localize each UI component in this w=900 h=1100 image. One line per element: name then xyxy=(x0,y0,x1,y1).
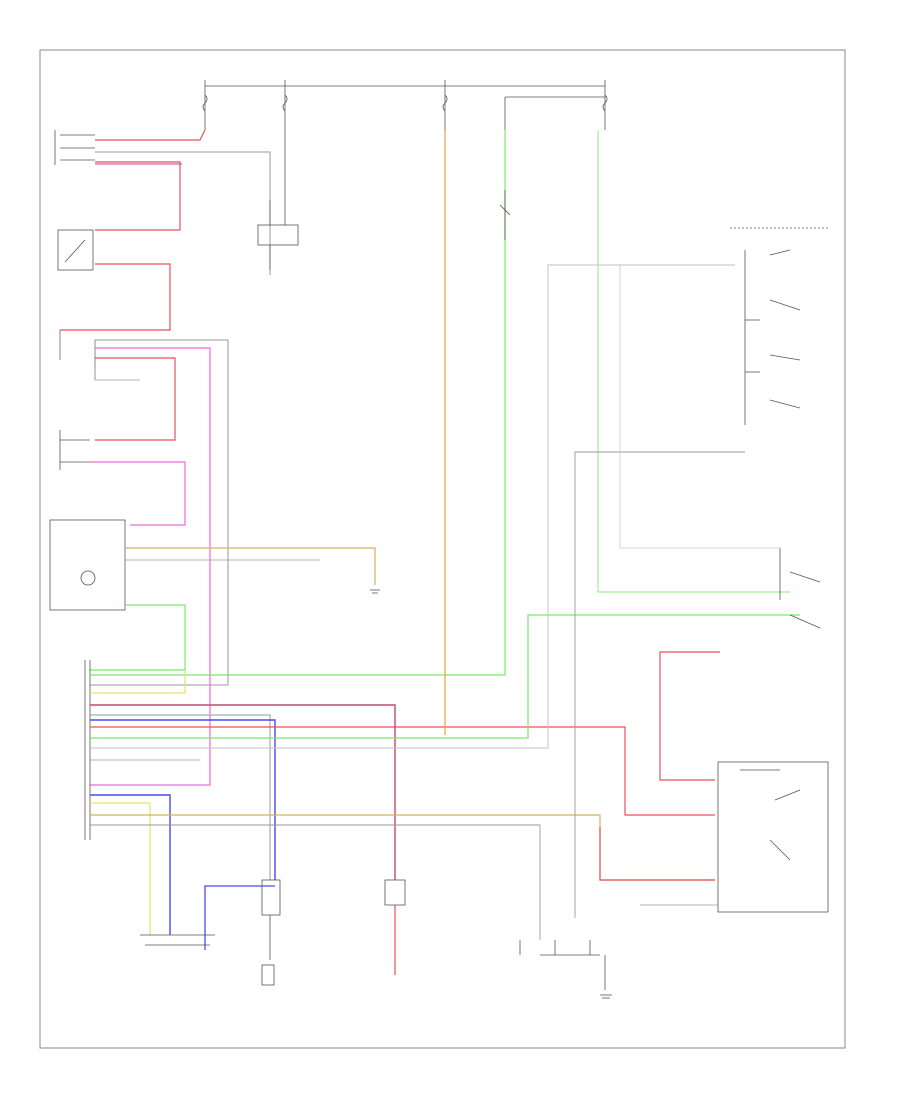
switch-cruise-right xyxy=(779,548,821,629)
wire-pink-2 xyxy=(90,461,186,526)
ground-symbol-2 xyxy=(600,994,612,999)
wire-gray-right-1 xyxy=(574,451,745,918)
wire-gray-2 xyxy=(90,339,229,686)
wire-gray-long-2 xyxy=(90,264,735,749)
wire-red-bottom-right xyxy=(599,827,715,881)
relay-box-1 xyxy=(257,200,299,270)
ecm-bottom-terminals xyxy=(140,934,215,946)
bottom-component-1 xyxy=(261,879,281,986)
fuse-symbols xyxy=(202,94,608,112)
sensor-left-1 xyxy=(59,430,90,470)
wire-gray-3 xyxy=(94,368,140,381)
wire-yellow-2 xyxy=(90,802,151,935)
meter-box xyxy=(49,519,375,611)
wire-green-long-2 xyxy=(90,614,800,739)
wire-red-long-2 xyxy=(90,726,715,816)
wire-blue-2 xyxy=(90,794,171,935)
wire-green-meter xyxy=(90,604,186,671)
wire-gray-long-4 xyxy=(90,824,541,940)
power-feed-1 xyxy=(204,80,606,200)
left-connector-block xyxy=(59,330,96,380)
wire-blue-long-1 xyxy=(90,719,276,880)
wire-green-vert xyxy=(597,130,790,593)
wire-gray-1 xyxy=(95,151,271,275)
diagram-frame xyxy=(39,49,846,1049)
wire-pink-1 xyxy=(90,347,211,786)
switch-left-2 xyxy=(57,229,94,271)
wire-red-2 xyxy=(95,161,181,231)
wire-gray-long-1 xyxy=(90,714,271,880)
wire-red-3 xyxy=(60,263,171,331)
wire-red-1 xyxy=(95,129,206,141)
wire-red-long-1 xyxy=(90,704,396,880)
wire-red-right xyxy=(659,651,720,781)
bottom-connector-3 xyxy=(519,940,606,990)
switch-group-right xyxy=(730,227,830,425)
wire-yellow-1 xyxy=(90,670,186,694)
relay-small-2 xyxy=(499,190,511,240)
wire-red-4 xyxy=(95,357,176,441)
top-left-connector xyxy=(54,130,95,165)
wire-blue-bottom xyxy=(204,885,275,950)
wire-green-long-1 xyxy=(90,130,506,676)
ground-symbol-1 xyxy=(370,589,380,594)
wire-gray-right-2 xyxy=(619,265,780,549)
ecm-connector xyxy=(84,660,91,840)
control-box-right xyxy=(717,761,829,913)
wire-orange-meter xyxy=(125,547,376,585)
